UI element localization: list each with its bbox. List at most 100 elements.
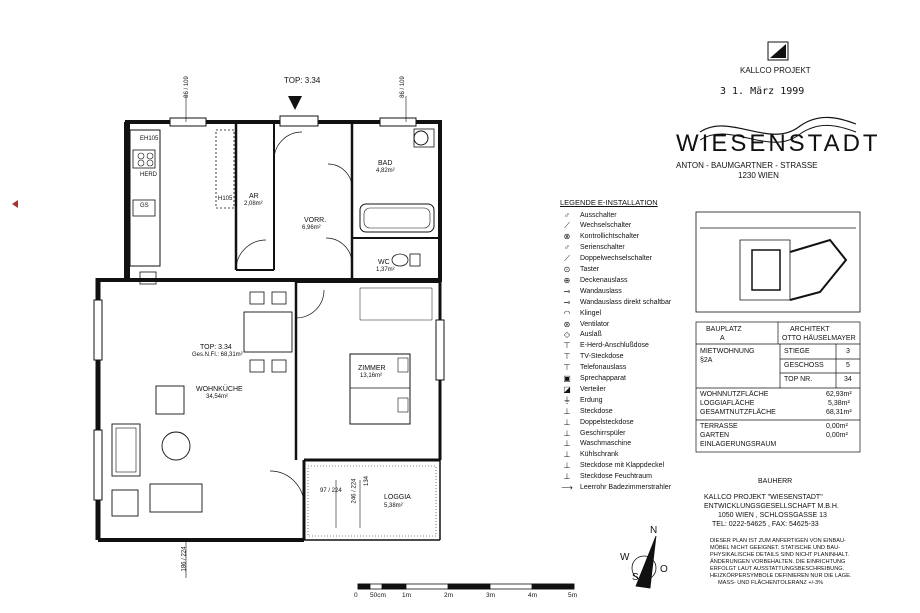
legend-item-label: TV-Steckdose (580, 353, 624, 361)
fridge-icon: ⊥ (563, 450, 571, 460)
kitchen-label-herd: HERD (140, 172, 158, 178)
socket-flap-icon: ⊥ (563, 461, 571, 471)
two-way-switch-icon: ⟋ (564, 220, 570, 230)
legend-item: ⊥ Geschirrspüler (560, 428, 626, 438)
legend-item: ⊸ Wandauslass (560, 286, 622, 296)
room-area-ar: 2,08m² (244, 201, 263, 207)
terrasse-value: 0,00m² (826, 423, 848, 430)
legend-item: ⊥ Kühlschrank (560, 450, 619, 460)
bauherr-line-4: TEL: 0222-54625 , FAX: 54625-33 (712, 521, 819, 528)
bauherr-line-3: 1050 WIEN , SCHLOSSGASSE 13 (718, 512, 827, 519)
scale-tick-4m: 4m (528, 592, 538, 599)
legend-item-label: Kontrollichtschalter (580, 233, 640, 241)
kitchen-label-eh105: EH105 (140, 136, 159, 142)
bauherr-line-1: KALLCO PROJEKT "WIESENSTADT" (704, 494, 823, 501)
room-name-wohnkueche: WOHNKÜCHE (196, 386, 243, 393)
legend-item: ◪Verteiler (560, 384, 605, 394)
dishwasher-icon: ⊥ (563, 428, 571, 438)
outlet-icon: ◇ (563, 330, 571, 340)
legend-item-label: E-Herd-Anschlußdose (580, 342, 649, 350)
ceiling-outlet-icon: ⊕ (563, 275, 571, 285)
legend-item: ⟋Wechselschalter (560, 221, 631, 231)
dimension-top-right: 86 / 109 (399, 76, 406, 98)
indicator-switch-icon: ⊗ (563, 232, 571, 242)
architekt-value: OTTO HÄUSELMAYER (782, 335, 856, 342)
compass-south: S (632, 572, 639, 583)
kitchen-label-gs: GS (140, 203, 149, 209)
top-nr-value: 34 (844, 376, 852, 383)
dimension-loggia-3: 134 (364, 475, 371, 487)
legend-item-label: Kühlschrank (580, 451, 619, 459)
entrance-label: TOP: 3.34 (284, 76, 321, 85)
disclaimer-line-7: MASS- UND FLÄCHENTOLERANZ +/-3% (718, 580, 824, 586)
disclaimer-line-2: MÖBEL NICHT GEEIGNET. STATISCHE UND BAU- (710, 545, 841, 551)
legend-item-label: Wandauslass direkt schaltbar (580, 298, 672, 306)
terrasse-label: TERRASSE (700, 423, 738, 430)
scale-tick-3m: 3m (486, 592, 496, 599)
scale-tick-1m: 1m (402, 592, 412, 599)
gesamtnutzflaeche-value: 68,31m² (826, 409, 852, 416)
switch-icon: ♂ (564, 210, 570, 220)
legend-item-label: Wandauslass (580, 287, 622, 295)
legend-item-label: Geschirrspüler (580, 429, 626, 437)
bauherr-label: BAUHERR (758, 478, 793, 485)
gesamtnutzflaeche-label: GESAMTNUTZFLÄCHE (700, 409, 776, 416)
scale-tick-0: 0 (354, 592, 358, 599)
mietwohnung-value: §2A (700, 357, 713, 364)
compass-east: O (660, 564, 668, 575)
intercom-icon: ▣ (563, 374, 571, 383)
legend-item-label: Doppelwechselschalter (580, 255, 652, 263)
wall-outlet-icon: ⊸ (563, 286, 571, 296)
legend-title: LEGENDE E-INSTALLATION (560, 198, 658, 207)
double-socket-icon: ⊥ (563, 417, 571, 427)
bauherr-line-2: ENTWICKLUNGSGESELLSCHAFT M.B.H. (704, 503, 839, 510)
compass-north: N (650, 525, 658, 536)
legend-item-label: Waschmaschine (580, 440, 632, 448)
room-area-loggia: 5,38m² (384, 503, 403, 509)
disclaimer-line-3: PHYSIKALISCHE DETAILS SIND NICHT PLANINH… (710, 552, 849, 558)
address-city: 1230 WIEN (738, 171, 779, 180)
room-area-vorr: 6,96m² (302, 225, 321, 231)
legend-item-label: Doppelsteckdose (580, 418, 634, 426)
address-street: ANTON - BAUMGARTNER - STRASSE (676, 161, 818, 170)
room-area-wohnkueche: 34,54m² (206, 394, 229, 400)
disclaimer-line-4: ÄNDERUNGEN VORBEHALTEN. DIE EINRICHTUNG (710, 559, 846, 565)
room-area-bad: 4,82m² (376, 168, 395, 174)
tv-socket-icon: ⊤ (563, 352, 571, 362)
legend-item: ♂Ausschalter (560, 210, 617, 220)
room-name-vorr: VORR. (304, 217, 327, 224)
legend-item: ⟋ Doppelwechselschalter (560, 254, 652, 264)
room-area-zimmer: 13,16m² (360, 373, 383, 379)
legend-item: ⊛ Ventilator (560, 319, 610, 329)
stiege-value: 3 (846, 348, 850, 355)
room-name-loggia: LOGGIA (384, 494, 411, 501)
architekt-label: ARCHITEKT (790, 326, 830, 333)
legend-item: ⊸Wandauslass direkt schaltbar (560, 297, 672, 307)
top-nr-label: TOP NR. (784, 376, 813, 383)
fan-icon: ⊛ (563, 319, 571, 329)
stove-socket-icon: ⊤ (563, 341, 571, 351)
legend-item-label: Serienschalter (580, 244, 625, 252)
legend-item-label: Deckenauslass (580, 276, 628, 284)
dimension-top-left: 86 / 109 (183, 76, 190, 98)
disclaimer-line-5: ERFOLGT LAUT AUSSTATTUNGSBESCHREIBUNG. (710, 566, 845, 572)
unit-box-area: Ges.N.Fl.: 68,31m² (192, 352, 243, 358)
legend-item: ◠Klingel (560, 308, 602, 318)
legend-item-label: Auslaß (580, 331, 602, 339)
unit-box-top: TOP: 3.34 (200, 344, 232, 351)
legend-item-label: Steckdose (580, 407, 613, 415)
legend-item-label: Telefonauslass (580, 364, 627, 372)
bauplatz-label: BAUPLATZ (706, 326, 742, 333)
double-two-way-switch-icon: ⟋ (564, 253, 570, 263)
geschoss-label: GESCHOSS (784, 362, 824, 369)
stiege-label: STIEGE (784, 348, 810, 355)
legend-item: ⊕ Deckenauslass (560, 275, 628, 285)
loggiaflaeche-label: LOGGIAFLÄCHE (700, 400, 755, 407)
geschoss-value: 5 (846, 362, 850, 369)
legend-item-label: Steckdose Feuchtraum (580, 473, 652, 481)
dimension-bottom-left: 186 / 224 (181, 546, 188, 572)
legend-item: ⊤ E-Herd-Anschlußdose (560, 341, 649, 351)
legend-item-label: Ventilator (580, 320, 610, 328)
legend-item: ⊥ Doppelsteckdose (560, 417, 634, 427)
